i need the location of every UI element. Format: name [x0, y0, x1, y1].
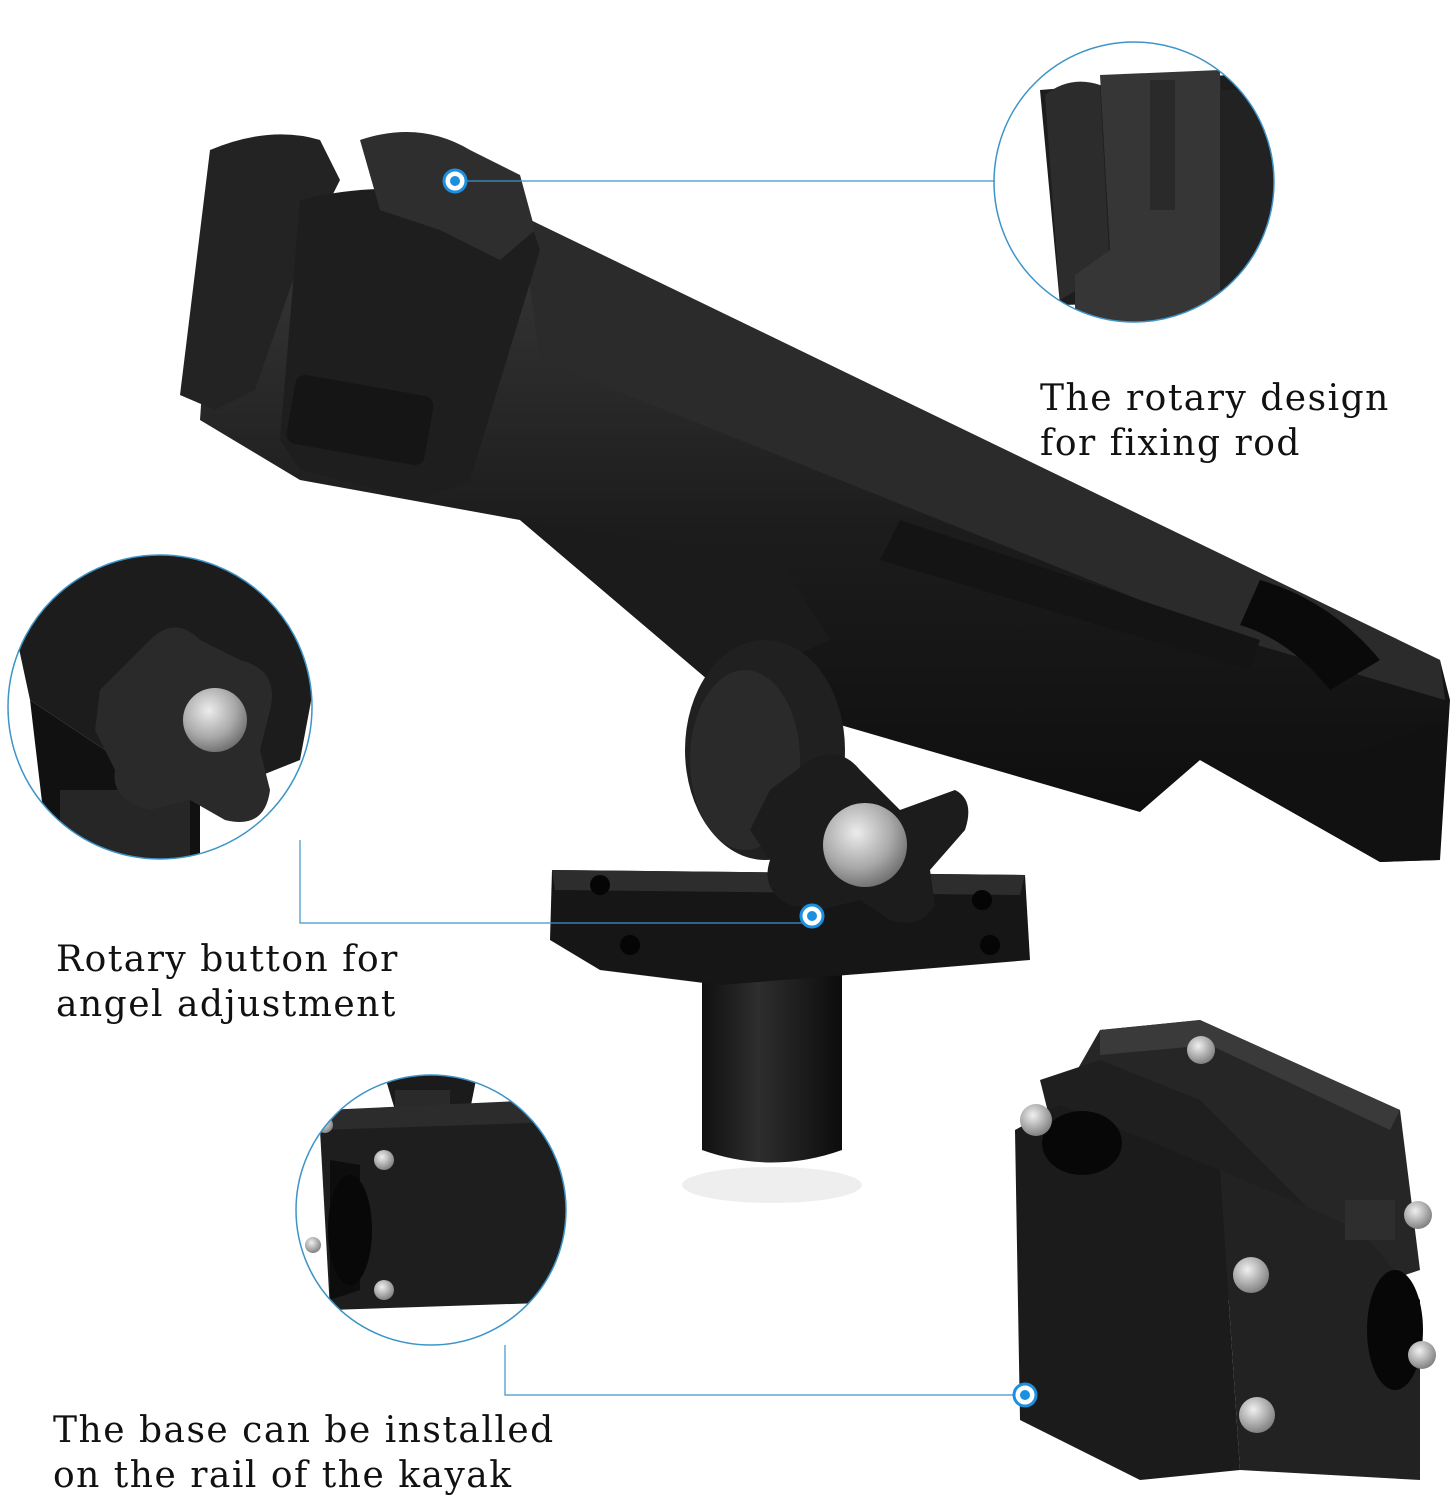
caption-base-install-line2: on the rail of the kayak: [53, 1455, 513, 1496]
caption-rotary-design: The rotary design for fixing rod: [1040, 376, 1390, 466]
callout-rotary-design: [442, 168, 995, 194]
caption-rotary-button-line1: Rotary button for: [56, 939, 399, 980]
caption-base-install: The base can be installed on the rail of…: [53, 1408, 555, 1498]
rail-mount-bracket: [1015, 1020, 1436, 1480]
detail-circle-rotary-design: [993, 41, 1275, 323]
caption-rotary-button-line2: angel adjustment: [56, 984, 397, 1025]
rod-holder-tube: [200, 200, 1450, 862]
rod-holder-clamp-ring: [180, 132, 540, 500]
caption-rotary-button: Rotary button for angel adjustment: [56, 937, 399, 1027]
callout-rotary-button: [299, 840, 825, 929]
star-knob: [750, 754, 969, 923]
caption-rotary-design-line1: The rotary design: [1040, 378, 1390, 419]
caption-base-install-line1: The base can be installed: [53, 1410, 555, 1451]
detail-circle-rotary-button: [7, 554, 313, 860]
detail-circle-kayak-rail: [295, 1074, 567, 1346]
mount-post: [702, 960, 842, 1163]
callout-base-install: [504, 1345, 1038, 1408]
caption-rotary-design-line2: for fixing rod: [1040, 423, 1301, 464]
rod-holder-main: [180, 132, 1450, 1203]
